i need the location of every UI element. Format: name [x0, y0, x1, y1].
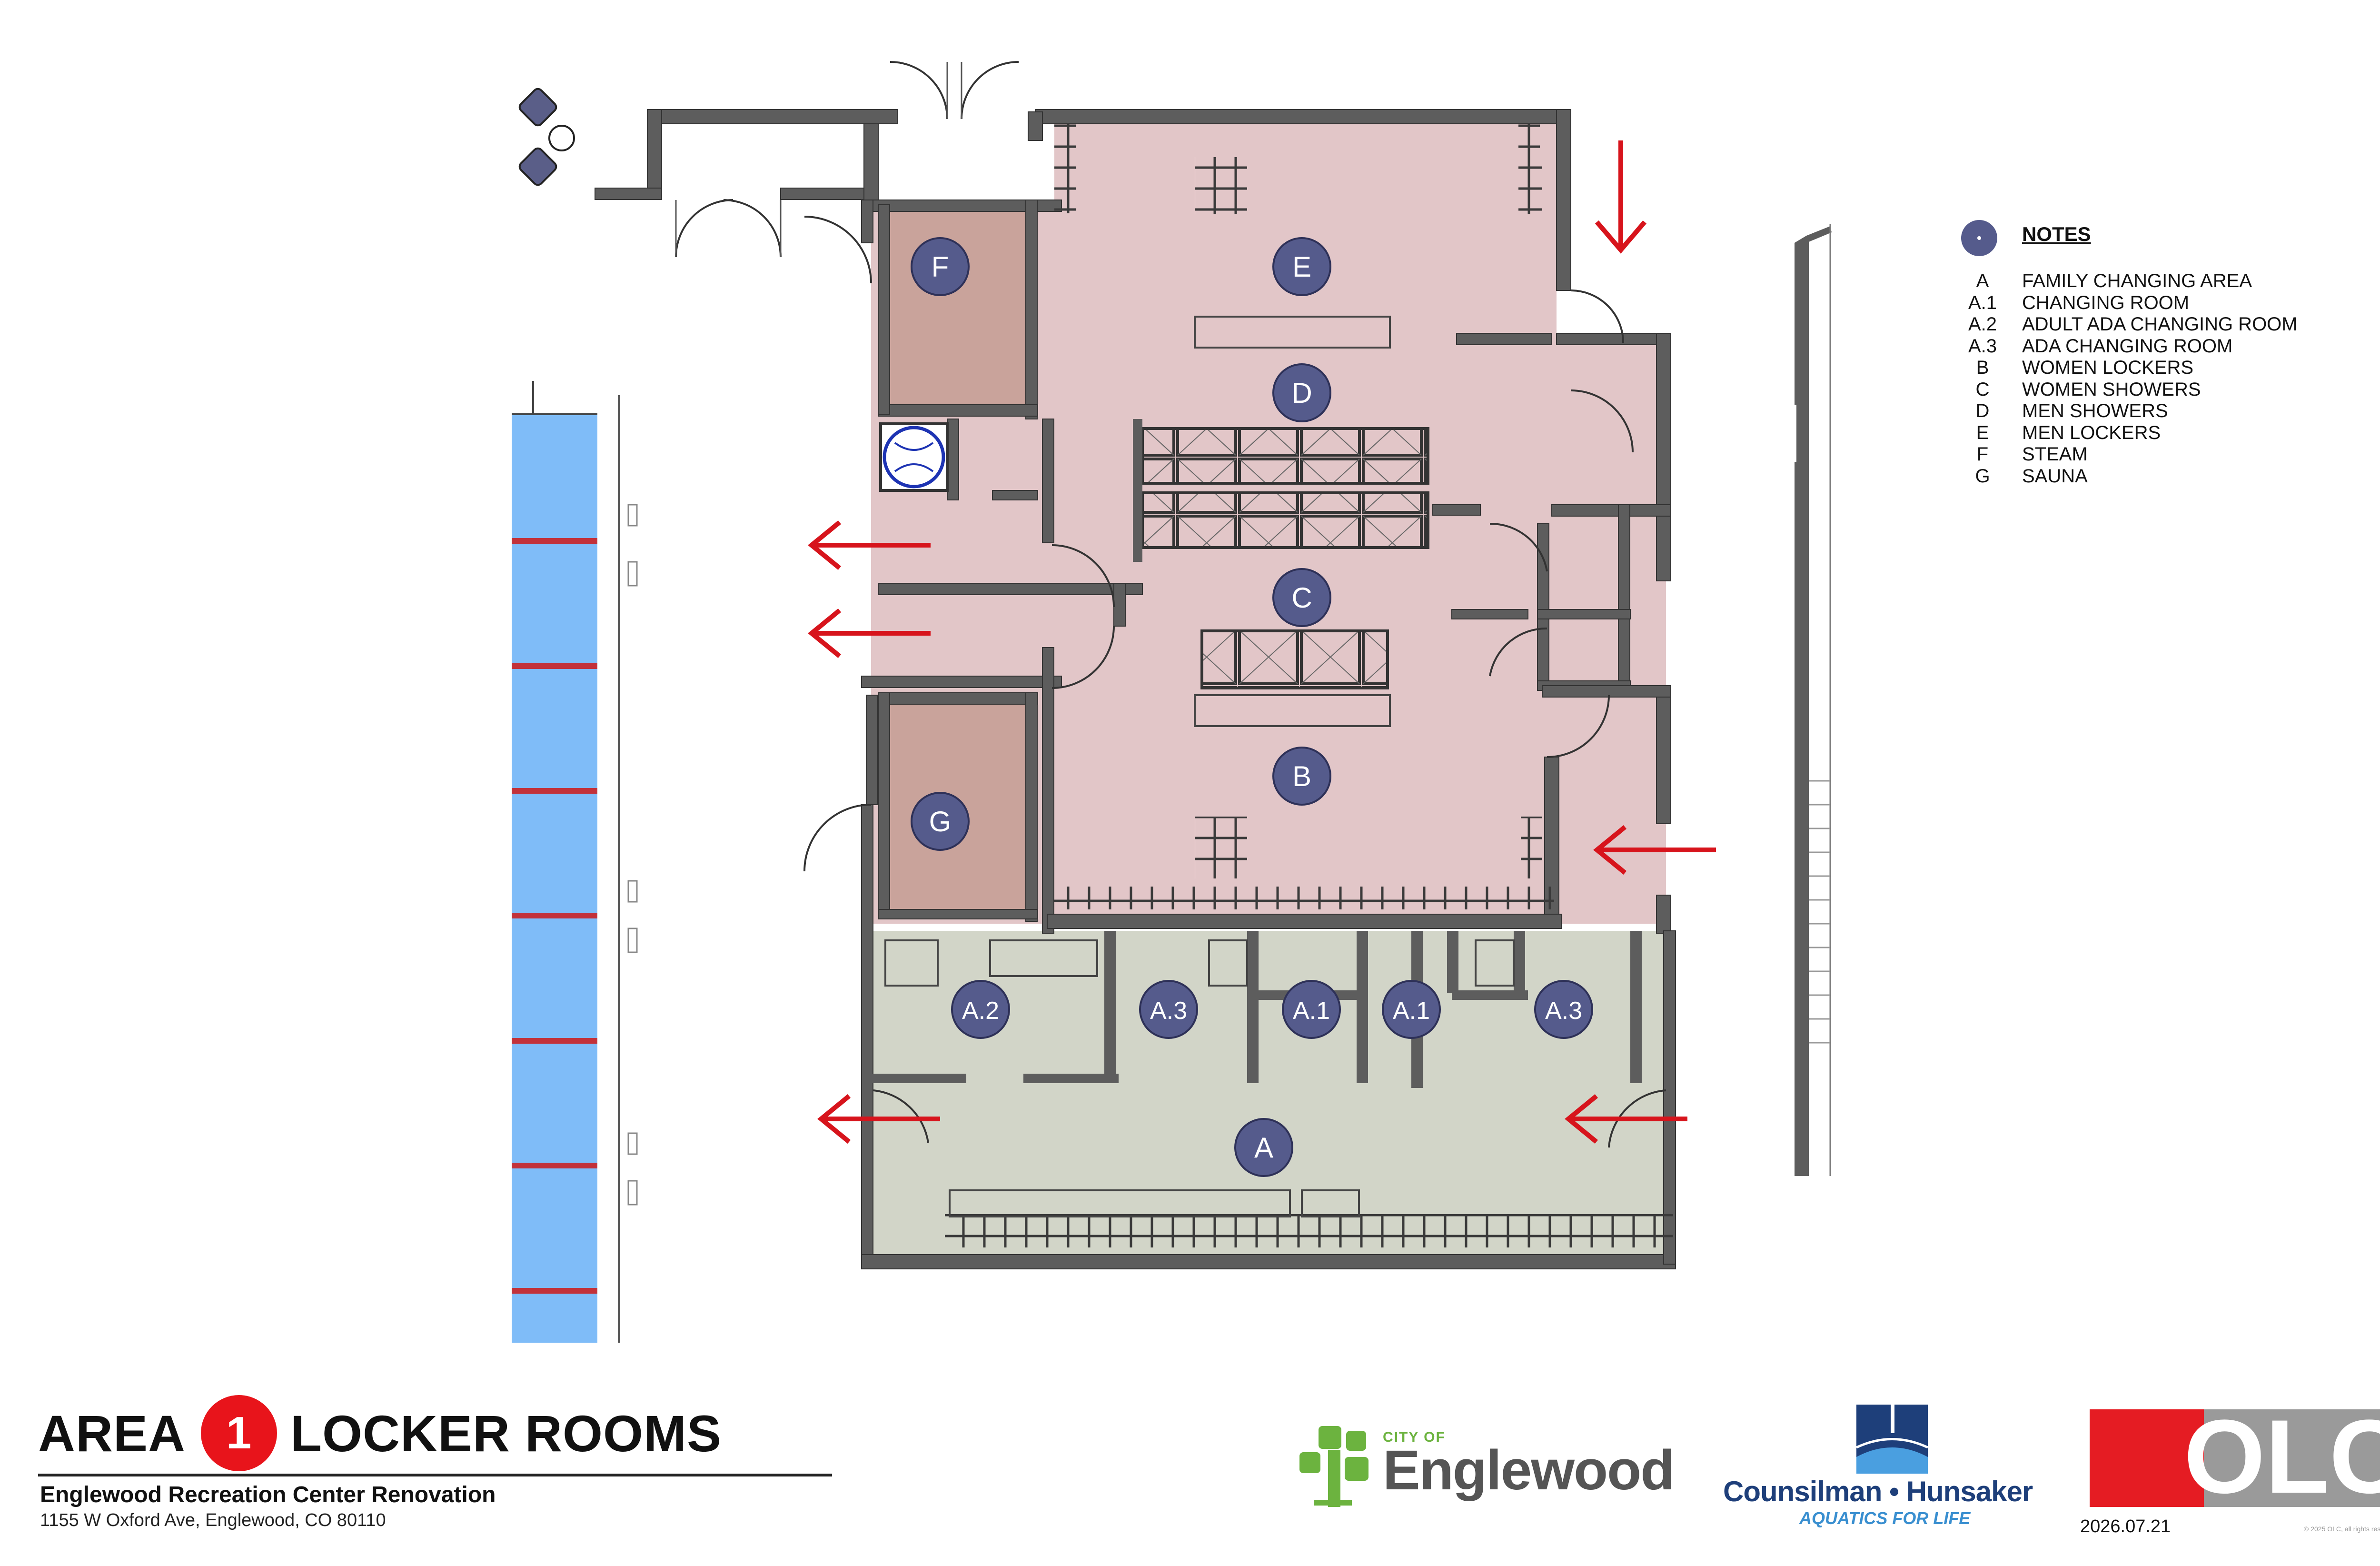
olc-logo: OLC [2090, 1398, 2380, 1515]
title-underline [38, 1474, 832, 1476]
drawing-date: 2026.07.21 [2080, 1516, 2171, 1536]
copyright-note: © 2025 OLC, all rights reserved [2304, 1525, 2380, 1533]
counsilman-hunsaker-tagline: AQUATICS FOR LIFE [1799, 1508, 1971, 1528]
walls [595, 109, 1676, 1269]
svg-text:A.1: A.1 [1293, 997, 1330, 1025]
notes-title: NOTES [2022, 223, 2091, 245]
svg-text:D: D [1291, 377, 1312, 409]
counsilman-hunsaker-wordmark: Counsilman • Hunsaker [1723, 1476, 2033, 1507]
svg-text:A.1: A.1 [1393, 997, 1430, 1025]
pool [512, 381, 638, 1343]
room-marker-f: F [911, 237, 970, 296]
area-label: AREA [38, 1404, 186, 1462]
family-changing-zone [871, 931, 1676, 1264]
project-address: 1155 W Oxford Ave, Englewood, CO 80110 [40, 1510, 386, 1530]
svg-text:A.2: A.2 [962, 997, 999, 1025]
circulation-arrows [808, 140, 1716, 1144]
englewood-wordmark: Englewood [1383, 1439, 1675, 1502]
room-marker-g: G [911, 792, 970, 851]
svg-text:A.3: A.3 [1545, 997, 1582, 1025]
lockers [945, 123, 1673, 1247]
counsilman-hunsaker-logo-mark [1855, 1405, 1929, 1474]
project-name: Englewood Recreation Center Renovation [40, 1482, 496, 1507]
area-title: LOCKER ROOMS [290, 1404, 722, 1462]
svg-text:C: C [1291, 582, 1312, 614]
women-shower-stalls [1200, 629, 1389, 689]
mechanical-fan [879, 422, 949, 492]
notes-marker-icon [1961, 220, 1997, 256]
room-marker-c: C [1272, 568, 1331, 627]
svg-text:G: G [929, 806, 952, 838]
room-marker-a1-right: A.1 [1382, 980, 1441, 1039]
room-marker-a: A [1234, 1118, 1293, 1177]
patio-chairs [518, 88, 575, 186]
room-marker-d: D [1272, 363, 1331, 422]
svg-text:F: F [932, 251, 949, 283]
svg-text:A.3: A.3 [1150, 997, 1187, 1025]
room-marker-a1-left: A.1 [1282, 980, 1341, 1039]
area-number-badge: 1 [201, 1395, 278, 1471]
pool-lane-markers [512, 538, 597, 1294]
men-shower-stalls [1133, 419, 1429, 562]
svg-text:OLC: OLC [2184, 1398, 2380, 1515]
englewood-city-label: CITY OF [1383, 1429, 1446, 1445]
room-marker-a3-left: A.3 [1139, 980, 1198, 1039]
vanities [949, 316, 1391, 1217]
room-marker-b: B [1272, 747, 1331, 806]
room-marker-a3-right: A.3 [1534, 980, 1593, 1039]
englewood-logo-mark [1299, 1426, 1368, 1507]
drawing-title: AREA 1 LOCKER ROOMS [38, 1395, 722, 1471]
steam-room-fill [883, 207, 1038, 409]
room-marker-e: E [1272, 237, 1331, 296]
room-marker-a2: A.2 [951, 980, 1010, 1039]
exterior-wall-east [1795, 226, 1832, 1176]
svg-text:A: A [1254, 1132, 1273, 1164]
door-swings [675, 61, 1666, 1148]
svg-text:B: B [1292, 760, 1311, 792]
svg-text:E: E [1292, 251, 1311, 283]
